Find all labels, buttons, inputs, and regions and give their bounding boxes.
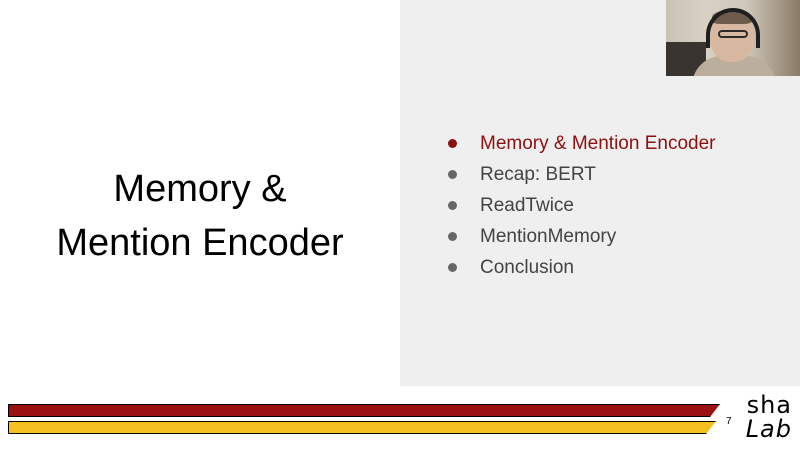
agenda-item-label: MentionMemory — [480, 226, 617, 247]
headset-icon — [706, 8, 760, 48]
agenda-item-label: ReadTwice — [480, 195, 574, 216]
logo-line-2: Lab — [745, 415, 792, 443]
agenda-item-memory-mention-encoder: Memory & Mention Encoder — [446, 128, 716, 159]
page-number: 7 — [726, 416, 732, 427]
logo-line-1: sha — [746, 391, 792, 419]
bullet-icon — [448, 263, 457, 272]
webcam-video-overlay — [666, 0, 800, 76]
agenda-list: Memory & Mention Encoder Recap: BERT Rea… — [446, 128, 716, 283]
agenda-item-label: Recap: BERT — [480, 164, 596, 185]
shalab-logo: sha Lab — [736, 392, 798, 448]
agenda-item-label: Memory & Mention Encoder — [480, 133, 716, 154]
agenda-item-recap-bert: Recap: BERT — [446, 159, 716, 190]
agenda-item-readtwice: ReadTwice — [446, 190, 716, 221]
slide-title: Memory & Mention Encoder — [0, 162, 400, 270]
agenda-item-conclusion: Conclusion — [446, 252, 716, 283]
slide-title-line-2: Mention Encoder — [56, 222, 344, 264]
slide-title-line-1: Memory & — [113, 168, 287, 210]
bullet-icon — [448, 170, 457, 179]
bullet-icon — [448, 139, 457, 148]
agenda-item-label: Conclusion — [480, 257, 574, 278]
footer-yellow-stripe — [8, 421, 716, 434]
bullet-icon — [448, 232, 457, 241]
glasses-icon — [718, 30, 748, 38]
agenda-item-mentionmemory: MentionMemory — [446, 221, 716, 252]
bullet-icon — [448, 201, 457, 210]
footer-red-stripe — [8, 404, 720, 417]
webcam-presenter-shirt — [692, 56, 776, 76]
